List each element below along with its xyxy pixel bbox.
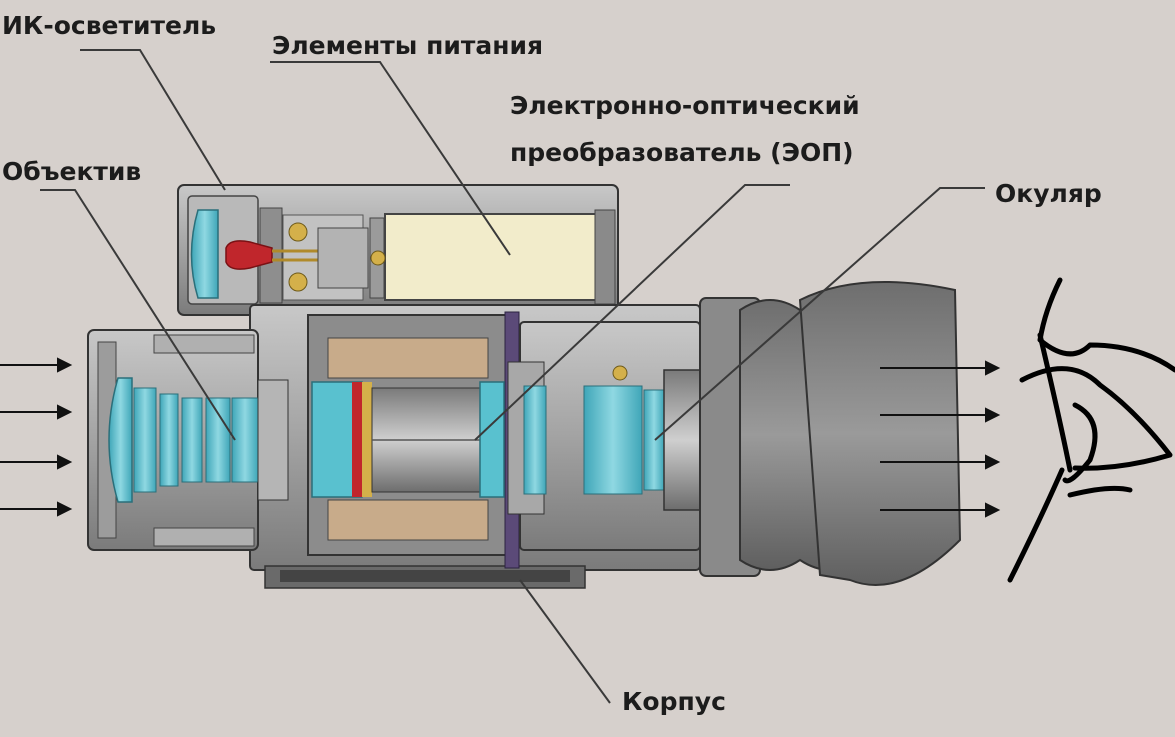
objective-front-lens xyxy=(108,377,133,503)
label-image-converter-line2: преобразователь (ЭОП) xyxy=(510,138,854,167)
label-housing: Корпус xyxy=(622,687,726,716)
leader-eyepiece xyxy=(654,187,985,441)
leader-objective xyxy=(40,189,236,441)
objective-assembly xyxy=(87,329,289,551)
eyepiece-assembly xyxy=(507,281,962,586)
leader-power-elements xyxy=(270,61,511,256)
leader-lines xyxy=(40,49,985,704)
ir-led xyxy=(225,240,273,270)
label-eyepiece: Окуляр xyxy=(995,179,1102,208)
brown-pad-top xyxy=(327,337,489,379)
label-power-elements: Элементы питания xyxy=(272,31,544,60)
ir-illuminator-block xyxy=(177,184,619,316)
brown-pad-bottom xyxy=(327,499,489,541)
label-objective: Объектив xyxy=(2,157,142,186)
leader-image-converter xyxy=(474,184,790,441)
leader-ir-illuminator xyxy=(80,49,226,191)
illuminator-lens xyxy=(190,209,219,299)
leader-housing xyxy=(519,579,611,704)
outgoing-light-arrows xyxy=(880,360,1001,518)
rubber-eyecup xyxy=(798,281,962,586)
label-image-converter-line1: Электронно-оптический xyxy=(510,91,860,120)
battery-pack xyxy=(384,213,601,301)
eye-sketch xyxy=(1007,277,1175,583)
incoming-light-arrows xyxy=(0,357,73,517)
label-ir-illuminator: ИК-осветитель xyxy=(2,11,217,40)
image-intensifier-tube xyxy=(311,381,505,498)
